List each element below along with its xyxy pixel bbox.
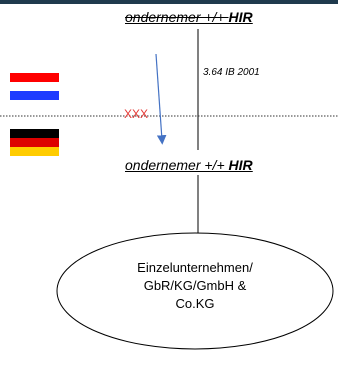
top-entity-label: ondernemer +/+ HIR [125,9,253,25]
germany-flag [10,129,59,156]
ellipse-entity-text: Einzelunternehmen/ GbR/KG/GmbH & Co.KG [137,260,253,311]
bottom-entity-text: ondernemer +/+ [125,157,229,173]
tax-note: 3.64 IB 2001 [203,67,260,78]
bottom-entity-label: ondernemer +/+ HIR [125,157,253,173]
top-bar [0,0,338,4]
blocked-label: XXX [124,107,149,121]
top-entity-hir: HIR [228,9,253,25]
netherlands-flag [10,73,59,100]
bottom-entity-hir: HIR [228,157,253,173]
top-entity-text: ondernemer +/+ [125,9,229,25]
migration-arrow [155,53,167,145]
entity-ellipse [56,232,334,350]
